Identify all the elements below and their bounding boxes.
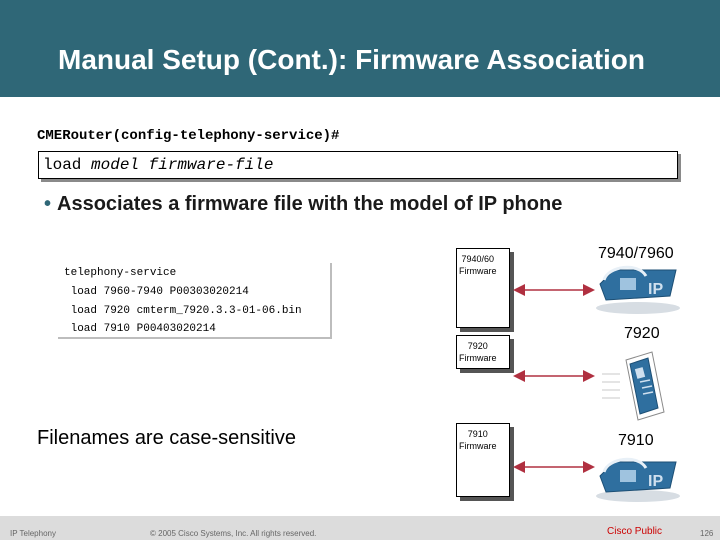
ip-phone-icon: IP	[596, 265, 680, 314]
firmware-box-7910: 7910 Firmware	[456, 423, 510, 497]
bullet-point: •Associates a firmware file with the mod…	[44, 193, 562, 216]
firmware-label: 7910 Firmware	[459, 428, 497, 452]
config-line: load 7920 cmterm_7920.3.3-01-06.bin	[64, 305, 302, 317]
config-example-box: telephony-service load 7960-7940 P003030…	[58, 263, 332, 339]
wireless-phone-icon	[602, 351, 665, 421]
firmware-model: 7910	[467, 429, 488, 439]
footer-bar	[0, 516, 720, 540]
firmware-word: Firmware	[459, 441, 497, 451]
firmware-word: Firmware	[459, 353, 497, 363]
footer-copyright: © 2005 Cisco Systems, Inc. All rights re…	[150, 529, 317, 538]
command-prompt: CMERouter(config-telephony-service)#	[37, 128, 340, 144]
config-line: load 7910 P00403020214	[64, 323, 216, 335]
slide-title: Manual Setup (Cont.): Firmware Associati…	[58, 44, 646, 75]
firmware-model: 7920	[467, 341, 488, 351]
ip-phone-icon: IP	[596, 457, 680, 502]
command-argument: model firmware-file	[91, 156, 274, 174]
command-text: load model firmware-file	[43, 156, 273, 174]
footer-page-number: 126	[700, 529, 714, 538]
footer-course: IP Telephony	[10, 529, 56, 538]
model-label-7940-7960: 7940/7960	[598, 245, 674, 262]
config-line: load 7960-7940 P00303020214	[64, 286, 249, 298]
firmware-label: 7920 Firmware	[459, 340, 497, 364]
ip-badge-text: IP	[648, 281, 663, 298]
command-keyword: load	[43, 156, 82, 174]
command-box: load model firmware-file	[38, 151, 678, 179]
firmware-model: 7940/60	[461, 254, 495, 264]
bullet-icon: •	[44, 193, 52, 215]
config-line: telephony-service	[64, 267, 177, 279]
bullet-text: Associates a firmware file with the mode…	[57, 193, 563, 215]
firmware-label: 7940/60 Firmware	[459, 253, 497, 277]
case-sensitive-note: Filenames are case-sensitive	[37, 427, 296, 449]
firmware-box-7920: 7920 Firmware	[456, 335, 510, 369]
header-bar	[0, 0, 720, 97]
firmware-word: Firmware	[459, 266, 497, 276]
footer-public-label: Cisco Public	[607, 526, 663, 537]
model-label-7920: 7920	[624, 325, 660, 342]
firmware-box-7940-60: 7940/60 Firmware	[456, 248, 510, 328]
ip-badge-text: IP	[648, 473, 663, 490]
model-label-7910: 7910	[618, 432, 654, 449]
